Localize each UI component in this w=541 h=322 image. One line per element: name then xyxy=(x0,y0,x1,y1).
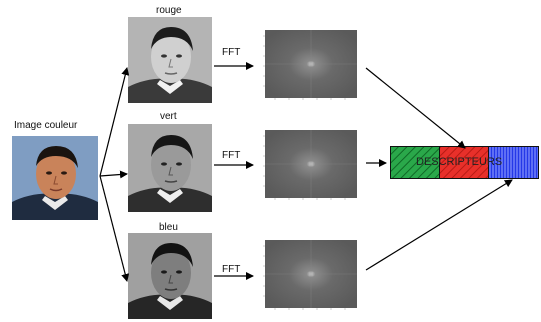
channel-label-blue: bleu xyxy=(159,222,178,233)
input-color-image xyxy=(12,136,98,220)
face-photo-grayscale-icon xyxy=(128,233,212,319)
fft-spectrum-red xyxy=(259,28,361,104)
channel-label-green: vert xyxy=(160,111,177,122)
arrow-blue-to-descriptor xyxy=(365,179,513,271)
face-photo-grayscale-icon xyxy=(128,124,212,212)
fft-label-blue: FFT xyxy=(222,264,241,275)
fft-spectrum-blue xyxy=(259,238,361,314)
arrow-input-to-blue xyxy=(99,175,130,282)
fft-spectrum-icon xyxy=(263,130,357,200)
face-photo-grayscale-icon xyxy=(128,17,212,103)
face-photo-color-icon xyxy=(12,136,98,220)
arrow-red-to-descriptor xyxy=(365,67,466,149)
channel-image-blue xyxy=(128,233,212,319)
input-image-label: Image couleur xyxy=(14,120,78,131)
fft-label-green: FFT xyxy=(222,150,241,161)
channel-label-red: rouge xyxy=(156,5,182,16)
channel-image-red xyxy=(128,17,212,103)
fft-spectrum-green xyxy=(259,128,361,204)
channel-image-green xyxy=(128,124,212,212)
descriptor-label: DESCRIPTEURS xyxy=(416,156,503,168)
fft-spectrum-icon xyxy=(263,240,357,310)
fft-label-red: FFT xyxy=(222,47,241,58)
descriptor-bar-icon xyxy=(390,146,539,179)
fft-spectrum-icon xyxy=(263,30,357,100)
arrow-input-to-red xyxy=(99,67,130,177)
descriptor-vector: DESCRIPTEURS xyxy=(390,146,539,180)
arrow-input-to-green xyxy=(99,170,128,179)
